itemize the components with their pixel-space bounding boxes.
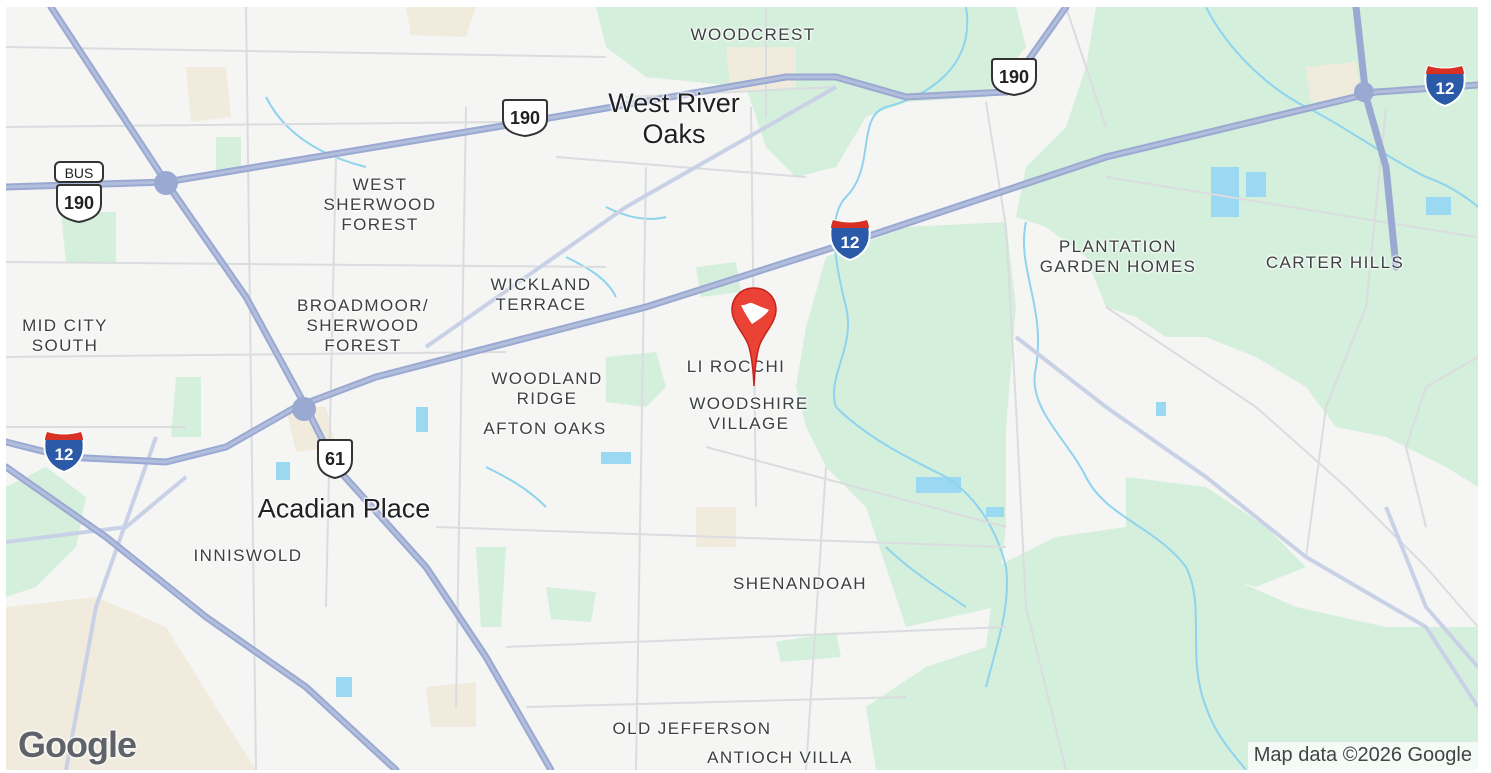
label-mid-city-south: MID CITY SOUTH: [22, 316, 108, 355]
i12-shield-icon: 12: [829, 217, 871, 261]
label-carter-hills: CARTER HILLS: [1265, 253, 1405, 272]
us-190-shield-icon: 190: [989, 58, 1039, 96]
us-190-shield-number: 190: [999, 67, 1029, 87]
bus-plate-label: BUS: [65, 165, 94, 181]
label-west-river-oaks: West River Oaks: [608, 88, 740, 149]
i12-shield-number: 12: [1436, 79, 1455, 98]
label-plantation-garden-homes: PLANTATION GARDEN HOMES: [1039, 237, 1197, 276]
i12-shield-number: 12: [841, 233, 860, 252]
location-pin-icon[interactable]: [730, 286, 778, 393]
label-wickland-terrace: WICKLAND TERRACE: [490, 275, 592, 314]
water-bodies: [276, 167, 1451, 697]
map-base-layer: [6, 7, 1478, 770]
label-acadian-place: Acadian Place: [257, 493, 431, 524]
google-logo: Google: [18, 724, 137, 765]
map-attribution[interactable]: Map data ©2026 Google: [1247, 742, 1478, 770]
label-west-sherwood-forest: WEST SHERWOOD FOREST: [323, 175, 437, 234]
urban-areas: [6, 7, 1361, 770]
us-61-shield-icon: 61: [315, 439, 355, 479]
label-inniswold: INNISWOLD: [193, 546, 303, 565]
park-areas: [6, 7, 1478, 770]
us-190-shield-number: 190: [510, 108, 540, 128]
rivers: [265, 7, 1478, 770]
bus-190-shield-number: 190: [64, 193, 94, 213]
local-roads: [6, 7, 1478, 770]
label-broadmoor-sherwood-forest: BROADMOOR/ SHERWOOD FOREST: [296, 296, 430, 355]
label-old-jefferson: OLD JEFFERSON: [612, 719, 772, 738]
label-antioch-villa: ANTIOCH VILLA: [707, 748, 853, 767]
map-canvas[interactable]: WOODCREST West River Oaks WEST SHERWOOD …: [6, 7, 1478, 770]
i12-shield-icon: 12: [43, 429, 85, 473]
label-shenandoah: SHENANDOAH: [733, 574, 867, 593]
interchanges: [154, 82, 1374, 421]
label-woodland-ridge: WOODLAND RIDGE: [491, 369, 603, 408]
pin-flag-glyph: [741, 302, 769, 324]
label-li-rocchi: LI ROCCHI: [686, 357, 786, 376]
label-woodcrest: WOODCREST: [690, 25, 816, 44]
us-190-shield-icon: 190: [500, 99, 550, 137]
label-woodshire-village: WOODSHIRE VILLAGE: [689, 394, 809, 433]
i12-shield-number: 12: [55, 445, 74, 464]
highway-centerlines: [6, 7, 1478, 770]
us-61-shield-number: 61: [325, 449, 345, 469]
bus-190-shield-icon: BUS 190: [53, 160, 105, 224]
label-afton-oaks: AFTON OAKS: [483, 419, 607, 438]
secondary-roads: [6, 85, 1478, 770]
i12-shield-icon: 12: [1424, 63, 1466, 107]
